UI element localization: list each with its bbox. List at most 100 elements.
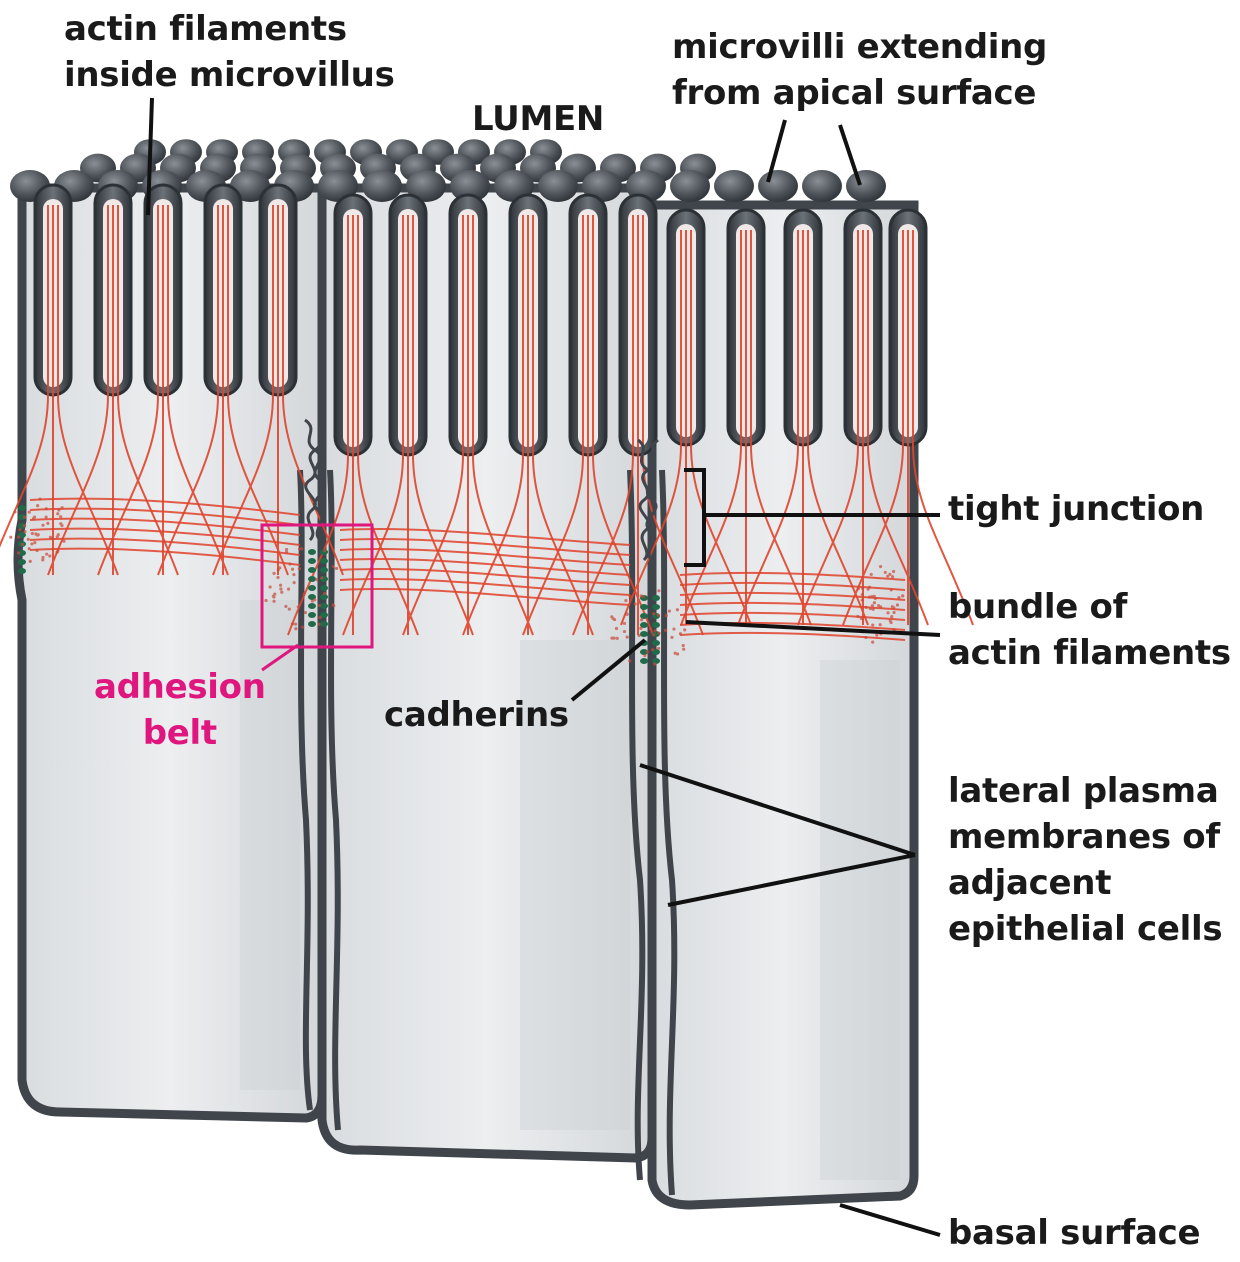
speckle [652,633,655,636]
cadherin [308,558,316,564]
cadherin [320,585,328,591]
label-actin-inside-microvillus: actin filaments inside microvillus [64,6,395,98]
speckle [679,632,682,635]
speckle [879,605,882,608]
label-basal-surface: basal surface [948,1210,1200,1256]
speckle [273,592,276,595]
speckle [17,535,20,538]
speckle [62,540,65,543]
speckle [886,611,889,614]
speckle [30,542,33,545]
speckle [335,567,338,570]
speckle [287,588,290,591]
cadherin [308,621,316,627]
speckle [871,604,874,607]
speckle [884,571,887,574]
cadherin [640,658,648,664]
cadherin [320,558,328,564]
speckle [665,614,668,617]
cadherin [652,595,660,601]
speckle [616,637,619,640]
speckle [640,618,643,621]
speckle [901,594,904,597]
cadherin [308,585,316,591]
speckle [294,627,297,630]
speckle [288,607,291,610]
speckle [318,616,321,619]
cadherin [320,603,328,609]
speckle [676,652,679,655]
speckle [279,587,282,590]
speckle [279,584,282,587]
label-cadherins: cadherins [384,692,569,738]
speckle [623,630,626,633]
speckle [875,634,878,637]
speckle [871,623,874,626]
speckle [285,548,288,551]
speckle [41,556,44,559]
speckle [46,522,49,525]
speckle [36,504,39,507]
speckle [13,510,16,513]
speckle [302,592,305,595]
speckle [638,634,641,637]
speckle [61,506,64,509]
speckle [297,605,300,608]
speckle [56,512,59,515]
speckle [21,543,24,546]
cadherin [320,621,328,627]
speckle [318,604,321,607]
speckle [891,605,894,608]
speckle [861,598,864,601]
speckle [897,596,900,599]
speckle [332,565,335,568]
speckle [623,622,626,625]
speckle [874,597,877,600]
speckle [59,515,62,518]
speckle [34,532,37,535]
speckle [892,570,895,573]
speckle [892,611,895,614]
speckle [628,595,631,598]
speckle [889,619,892,622]
speckle [23,516,26,519]
cadherin [640,604,648,610]
speckle [272,600,275,603]
speckle [304,611,307,614]
label-microvilli: microvilli extending from apical surface [672,24,1047,116]
speckle [615,627,618,630]
speckle [268,585,271,588]
speckle [653,663,656,666]
speckle [298,547,301,550]
speckle [860,617,863,620]
speckle [664,629,667,632]
cadherin [18,505,26,511]
speckle [628,659,631,662]
cadherin [308,612,316,618]
speckle [291,568,294,571]
cadherin [320,567,328,573]
speckle [683,628,686,631]
speckle [28,510,31,513]
speckle [272,572,275,575]
speckle [657,647,660,650]
speckle [9,536,12,539]
speckle [48,554,51,557]
speckle [35,549,38,552]
speckle [278,566,281,569]
speckle [29,560,32,563]
speckle [315,578,318,581]
speckle [264,599,267,602]
speckle [317,623,320,626]
speckle [868,596,871,599]
speckle [50,537,53,540]
speckle [27,538,30,541]
speckle [41,524,44,527]
speckle [871,595,874,598]
speckle [642,595,645,598]
cadherin [652,604,660,610]
speckle [672,627,675,630]
speckle [670,636,673,639]
speckle [668,609,671,612]
speckle [886,575,889,578]
